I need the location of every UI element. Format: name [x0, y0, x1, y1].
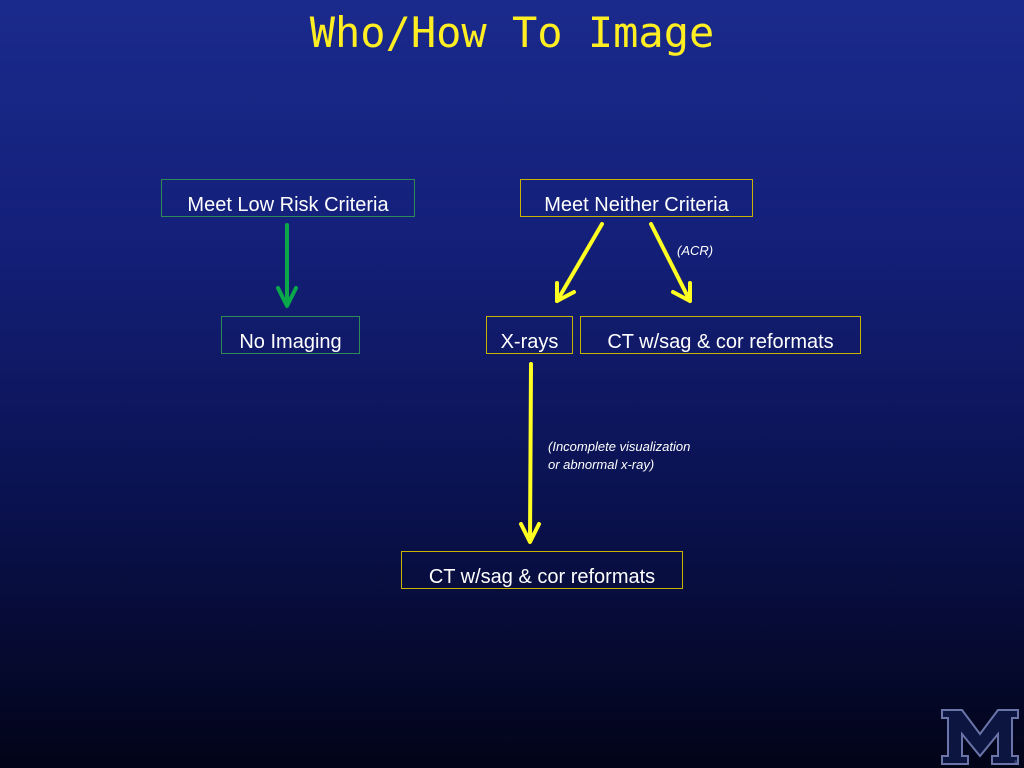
node-ct-top: CT w/sag & cor reformats — [580, 316, 861, 354]
node-no-imaging: No Imaging — [221, 316, 360, 354]
node-neither-label: Meet Neither Criteria — [544, 194, 729, 216]
node-no-imaging-label: No Imaging — [239, 331, 342, 353]
node-low-risk: Meet Low Risk Criteria — [161, 179, 415, 217]
university-m-logo: ® — [941, 709, 1019, 766]
node-neither: Meet Neither Criteria — [520, 179, 753, 217]
logo-registered-mark: ® — [1014, 760, 1019, 766]
node-xrays: X-rays — [486, 316, 573, 354]
node-low-risk-label: Meet Low Risk Criteria — [187, 194, 389, 216]
arrow-neither-to-ct-top — [649, 222, 692, 303]
node-xrays-label: X-rays — [500, 331, 559, 353]
slide-title: Who/How To Image — [309, 8, 715, 57]
arrow-low-risk-to-no-imaging — [276, 223, 298, 308]
note-incomplete-line1: (Incomplete visualization — [548, 439, 691, 454]
note-incomplete-line2: or abnormal x-ray) — [548, 457, 655, 472]
node-ct-bottom-label: CT w/sag & cor reformats — [428, 566, 656, 588]
note-incomplete: (Incomplete visualization or abnormal x-… — [548, 438, 690, 474]
node-ct-bottom: CT w/sag & cor reformats — [401, 551, 683, 589]
node-ct-top-label: CT w/sag & cor reformats — [607, 331, 834, 353]
arrow-xrays-to-ct-bottom — [519, 362, 541, 544]
note-acr: (ACR) — [677, 243, 714, 258]
arrow-neither-to-xrays — [555, 222, 604, 303]
